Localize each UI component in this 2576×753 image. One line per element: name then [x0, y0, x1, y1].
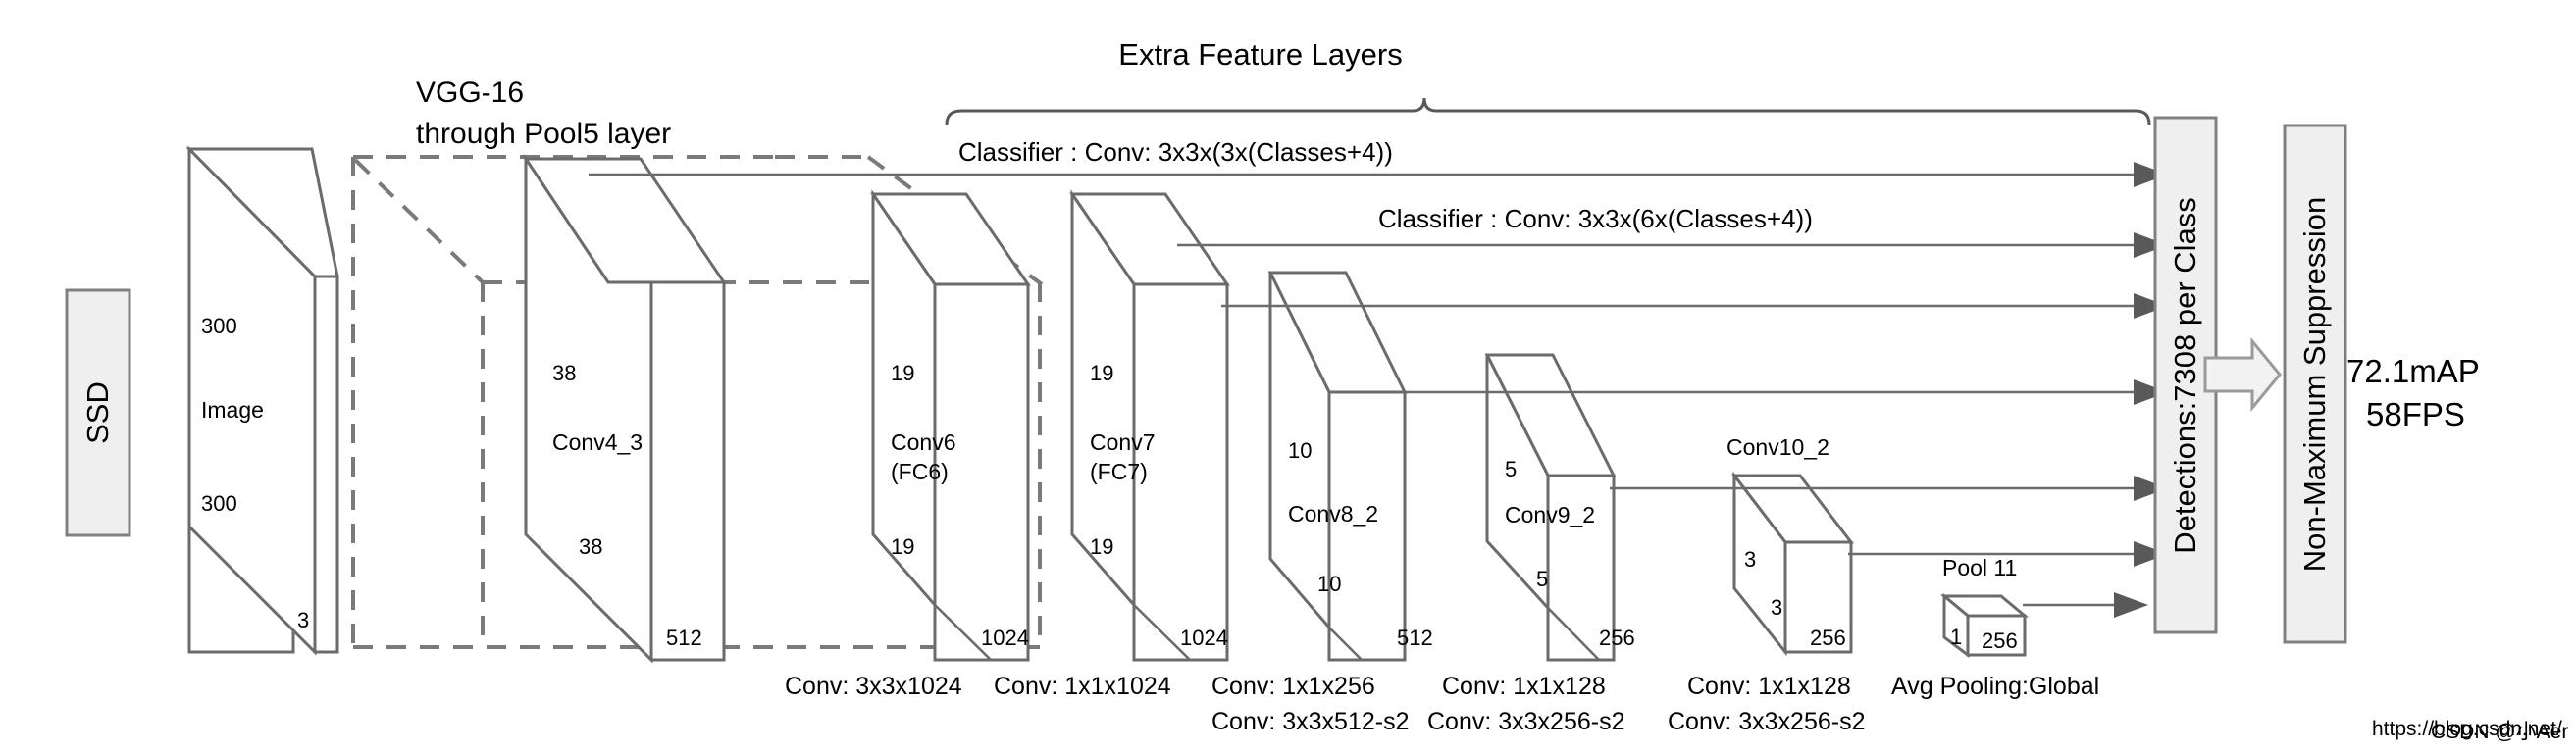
ssd-label-box	[65, 288, 131, 537]
pool11-block	[1939, 592, 2030, 658]
classifier-arrow-conv7	[1177, 232, 2168, 258]
conv10_2-name-label: Conv10_2	[1726, 434, 1829, 460]
conv4_3-depth-label: 512	[666, 626, 702, 650]
conv9_2-op-label-line2: Conv: 3x3x256-s2	[1668, 708, 1866, 735]
feature-arrow-conv7	[1221, 293, 2168, 319]
conv7-width-label: 19	[1090, 534, 1114, 559]
vgg16-heading-line1: VGG-16	[416, 76, 525, 109]
conv9_2-name-label: Conv9_2	[1505, 502, 1596, 527]
conv10_2-block	[1730, 471, 1855, 657]
map-metric-label: 72.1mAP	[2346, 353, 2480, 389]
conv9_2-depth-label: 256	[1599, 626, 1635, 650]
pool11-height-label: 1	[1950, 625, 1963, 649]
classifier-label-1: Classifier : Conv: 3x3x(3x(Classes+4))	[958, 137, 1393, 167]
conv7-depth-label: 1024	[1180, 626, 1228, 650]
conv8_2-name-label: Conv8_2	[1288, 501, 1379, 527]
conv8_2-op-label-line2: Conv: 3x3x256-s2	[1427, 708, 1625, 735]
conv8_2-block	[1267, 271, 1408, 662]
extra-feature-layers-heading: Extra Feature Layers	[1118, 37, 1403, 72]
conv8_2-op-label-line1: Conv: 1x1x128	[1442, 673, 1606, 700]
conv9_2-height-label: 5	[1505, 457, 1518, 481]
feature-arrow-conv9_2	[1610, 476, 2168, 501]
image-name-label: Image	[201, 397, 264, 423]
conv7-block	[1069, 189, 1230, 662]
nms-label: Non-Maximum Suppression	[2297, 196, 2332, 573]
conv6-op-label: Conv: 1x1x1024	[994, 673, 1171, 700]
extra-feature-layers-brace	[945, 97, 2151, 126]
watermark-url: https://blog.csdn.net/	[2372, 718, 2562, 740]
conv9_2-op-label-line1: Conv: 1x1x128	[1687, 673, 1851, 700]
conv8_2-height-label: 10	[1288, 438, 1313, 463]
conv6-width-label: 19	[891, 534, 915, 559]
feature-arrow-conv8_2	[1401, 379, 2168, 405]
conv4_3-block	[523, 154, 727, 664]
feature-arrow-pool11	[2023, 592, 2148, 618]
conv8_2-depth-label: 512	[1397, 626, 1433, 650]
input-image-block	[185, 145, 339, 656]
image-height-label: 300	[201, 314, 237, 338]
ssd-label: SSD	[80, 381, 115, 444]
conv6-name-label-line1: Conv6	[891, 429, 956, 455]
image-depth-label: 3	[297, 608, 310, 632]
conv4_3-width-label: 38	[579, 534, 603, 559]
detections-label: Detections:7308 per Class	[2168, 197, 2202, 554]
classifier-label-2: Classifier : Conv: 3x3x(6x(Classes+4))	[1378, 204, 1813, 233]
conv9_2-block	[1484, 353, 1617, 662]
watermark-handle: CSDN @小Aer	[2431, 721, 2569, 743]
pool11-name-label: Pool 11	[1942, 555, 2018, 580]
conv6-block	[870, 189, 1031, 662]
conv7-height-label: 19	[1090, 361, 1114, 385]
conv4_3-name-label: Conv4_3	[552, 429, 644, 455]
conv6-height-label: 19	[891, 361, 915, 385]
nms-box	[2283, 124, 2347, 644]
conv7-name-label-line2: (FC7)	[1090, 459, 1148, 484]
vgg16-heading-line2: through Pool5 layer	[416, 118, 672, 150]
image-width-label: 300	[201, 491, 237, 516]
conv10_2-width-label: 3	[1771, 595, 1783, 620]
conv4_3-op-label: Conv: 3x3x1024	[785, 673, 962, 700]
fps-metric-label: 58FPS	[2366, 396, 2465, 432]
conv7-op-label-line1: Conv: 1x1x256	[1211, 673, 1375, 700]
pool11-depth-label: 256	[1982, 628, 2018, 653]
conv6-depth-label: 1024	[981, 626, 1029, 650]
conv4_3-height-label: 38	[552, 361, 577, 385]
classifier-arrow-conv4_3	[589, 162, 2168, 187]
conv7-name-label-line1: Conv7	[1090, 429, 1156, 455]
conv9_2-width-label: 5	[1536, 567, 1549, 591]
feature-arrow-conv10_2	[1848, 541, 2168, 567]
conv6-name-label-line2: (FC6)	[891, 459, 949, 484]
conv7-op-label-line2: Conv: 3x3x512-s2	[1211, 708, 1410, 735]
conv10_2-height-label: 3	[1744, 547, 1757, 572]
conv10_2-depth-label: 256	[1810, 626, 1846, 650]
conv8_2-width-label: 10	[1317, 572, 1342, 596]
conv10_2-op-label: Avg Pooling:Global	[1891, 673, 2100, 700]
detections-to-nms-arrow	[2203, 336, 2282, 413]
